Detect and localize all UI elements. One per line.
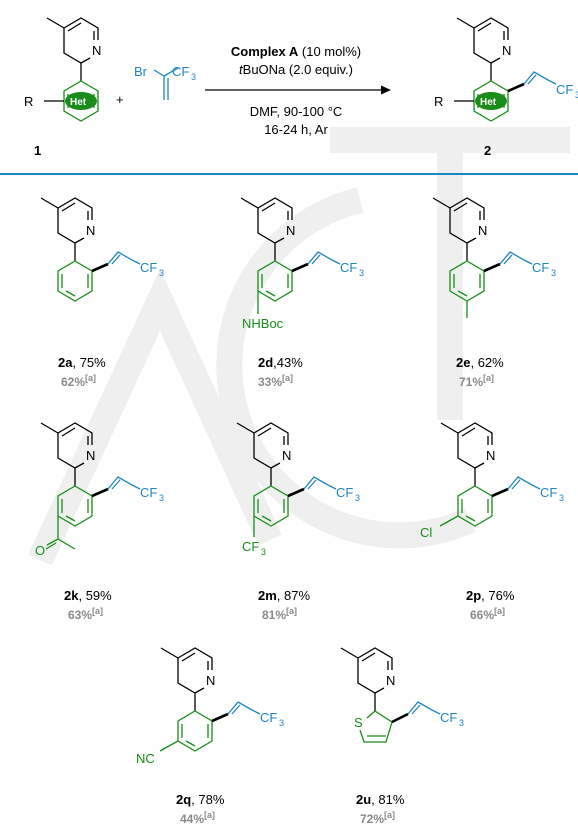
entry-2e-alt-yield: 71%[a]: [459, 373, 495, 389]
entry-2p-label: 2p, 76%: [466, 588, 515, 603]
het-ring-marker: [475, 92, 507, 110]
svg-text:CF: CF: [260, 710, 277, 725]
pyridine-n-label: N: [502, 43, 511, 58]
structure-2d: N NHBoc CF 3: [240, 197, 364, 331]
entry-2a-alt-yield: 62%[a]: [61, 373, 97, 389]
pyridine-n-label: N: [92, 43, 101, 58]
svg-text:CF: CF: [140, 260, 157, 275]
svg-text:N: N: [86, 448, 95, 463]
svg-text:3: 3: [559, 493, 564, 503]
svg-text:CF: CF: [340, 260, 357, 275]
compound-label-2: 2: [484, 143, 492, 158]
cf3-label: CF: [172, 64, 189, 79]
entry-2q-alt-yield: 44%[a]: [180, 810, 216, 826]
svg-text:CF: CF: [140, 485, 157, 500]
entry-2u-label: 2u, 81%: [356, 792, 405, 807]
svg-text:N: N: [86, 223, 95, 238]
structure-2e: N CF 3: [432, 197, 556, 318]
catalyst-conditions: Complex A (10 mol%): [230, 44, 362, 59]
cf3-subscript: 3: [191, 72, 196, 82]
svg-text:N: N: [286, 223, 295, 238]
time-atmosphere: 16-24 h, Ar: [264, 122, 328, 137]
svg-text:CF: CF: [242, 539, 259, 554]
het-ring-marker: [65, 92, 97, 110]
entry-2u-alt-yield: 72%[a]: [360, 810, 396, 826]
structure-2u: N S CF 3: [340, 647, 464, 743]
r-group-label: R: [24, 94, 33, 109]
svg-text:N: N: [282, 448, 291, 463]
starting-material-structure: N Het R: [24, 17, 101, 122]
svg-text:NC: NC: [136, 751, 155, 766]
svg-text:S: S: [354, 715, 363, 730]
r-group-label: R: [434, 94, 443, 109]
cf3-subscript: 3: [575, 90, 578, 100]
svg-text:3: 3: [159, 268, 164, 278]
svg-text:3: 3: [355, 493, 360, 503]
entry-2m-alt-yield: 81%[a]: [262, 606, 298, 622]
entry-2d-alt-yield: 33%[a]: [258, 373, 294, 389]
svg-text:N: N: [486, 448, 495, 463]
svg-text:N: N: [478, 223, 487, 238]
svg-text:NHBoc: NHBoc: [242, 316, 284, 331]
svg-text:Cl: Cl: [420, 525, 432, 540]
het-ring-label: Het: [480, 97, 497, 108]
section-divider: [0, 173, 578, 175]
svg-text:N: N: [206, 673, 215, 688]
bromo-label: Br: [134, 64, 148, 79]
entry-2e-label: 2e, 62%: [456, 355, 504, 370]
svg-text:O: O: [35, 543, 45, 558]
svg-text:CF: CF: [540, 485, 557, 500]
entry-2p-alt-yield: 66%[a]: [470, 606, 506, 622]
structure-2m: N CF 3 CF 3: [236, 422, 360, 557]
het-ring-label: Het: [70, 97, 87, 108]
compound-label-1: 1: [34, 143, 42, 158]
base-conditions: tBuONa (2.0 equiv.): [239, 62, 353, 77]
entry-2a-label: 2a, 75%: [58, 355, 106, 370]
entry-2q-label: 2q, 78%: [176, 792, 225, 807]
coreactant-structure: Br CF 3: [134, 64, 196, 100]
entry-2k-alt-yield: 63%[a]: [68, 606, 104, 622]
structure-2p: N Cl CF 3: [420, 422, 564, 540]
svg-text:CF: CF: [532, 260, 549, 275]
svg-text:3: 3: [359, 268, 364, 278]
structure-2k: N O CF 3: [35, 422, 164, 558]
svg-text:3: 3: [279, 718, 284, 728]
entry-2m-label: 2m, 87%: [258, 588, 311, 603]
svg-text:3: 3: [459, 718, 464, 728]
entry-2d-label: 2d,43%: [258, 355, 303, 370]
entry-2k-label: 2k, 59%: [64, 588, 112, 603]
plus-sign: +: [116, 92, 124, 107]
product-structure: N Het R CF 3: [434, 17, 578, 122]
svg-text:N: N: [386, 673, 395, 688]
svg-text:CF: CF: [336, 485, 353, 500]
solvent-temperature: DMF, 90-100 °C: [249, 104, 343, 119]
svg-text:3: 3: [551, 268, 556, 278]
svg-text:3: 3: [261, 547, 266, 557]
structure-2q: N NC CF 3: [136, 647, 284, 766]
structure-2a: N CF 3: [40, 197, 164, 302]
svg-text:CF: CF: [440, 710, 457, 725]
svg-text:3: 3: [159, 493, 164, 503]
cf3-label: CF: [556, 82, 573, 97]
reaction-arrow: [205, 85, 391, 95]
